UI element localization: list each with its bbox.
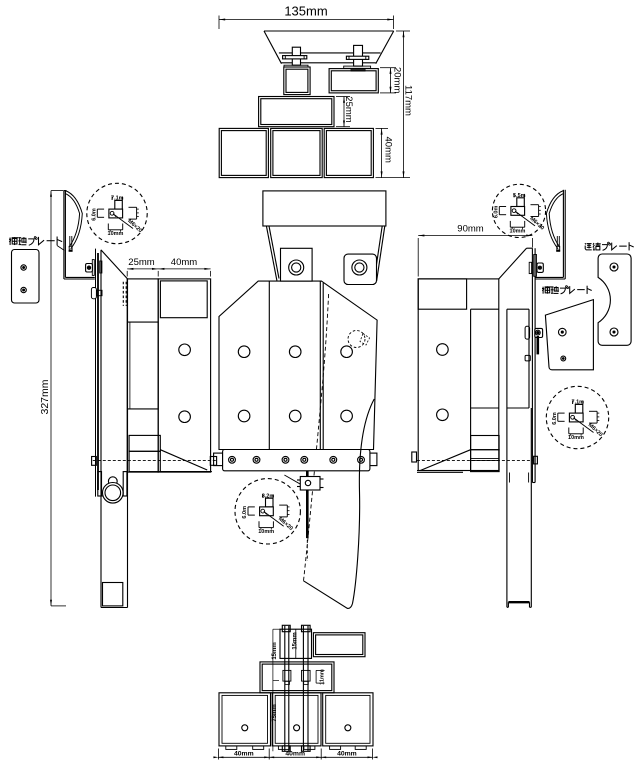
svg-text:7.1m: 7.1m xyxy=(111,196,124,202)
svg-text:6.0m: 6.0m xyxy=(92,208,98,221)
svg-text:20mm: 20mm xyxy=(391,67,402,93)
svg-text:40mm: 40mm xyxy=(383,136,394,162)
svg-text:327mm: 327mm xyxy=(39,379,51,414)
svg-text:11mm: 11mm xyxy=(320,669,326,685)
svg-text:6.0m: 6.0m xyxy=(242,506,248,519)
svg-text:135mm: 135mm xyxy=(284,4,327,19)
svg-text:6.0m: 6.0m xyxy=(552,412,558,425)
svg-text:90mm: 90mm xyxy=(457,224,483,235)
svg-text:15mm: 15mm xyxy=(272,642,278,659)
svg-text:10mm: 10mm xyxy=(510,228,526,234)
svg-text:7.1m: 7.1m xyxy=(572,400,585,406)
svg-text:10mm: 10mm xyxy=(258,529,274,535)
svg-text:15mm: 15mm xyxy=(293,632,299,649)
svg-text:6.0m: 6.0m xyxy=(494,206,500,219)
svg-text:10mm: 10mm xyxy=(568,435,584,441)
svg-text:25mm: 25mm xyxy=(343,96,354,122)
svg-text:40mm: 40mm xyxy=(171,257,197,268)
svg-text:25mm: 25mm xyxy=(128,257,154,268)
svg-text:40mm: 40mm xyxy=(285,751,305,758)
svg-text:40mm: 40mm xyxy=(337,751,357,758)
svg-text:117mm: 117mm xyxy=(403,85,414,116)
svg-text:5.5m: 5.5m xyxy=(513,193,526,199)
svg-text:75mm: 75mm xyxy=(272,704,278,721)
svg-text:10mm: 10mm xyxy=(108,231,124,237)
svg-text:40mm: 40mm xyxy=(234,751,254,758)
svg-text:8.2m: 8.2m xyxy=(262,493,275,499)
